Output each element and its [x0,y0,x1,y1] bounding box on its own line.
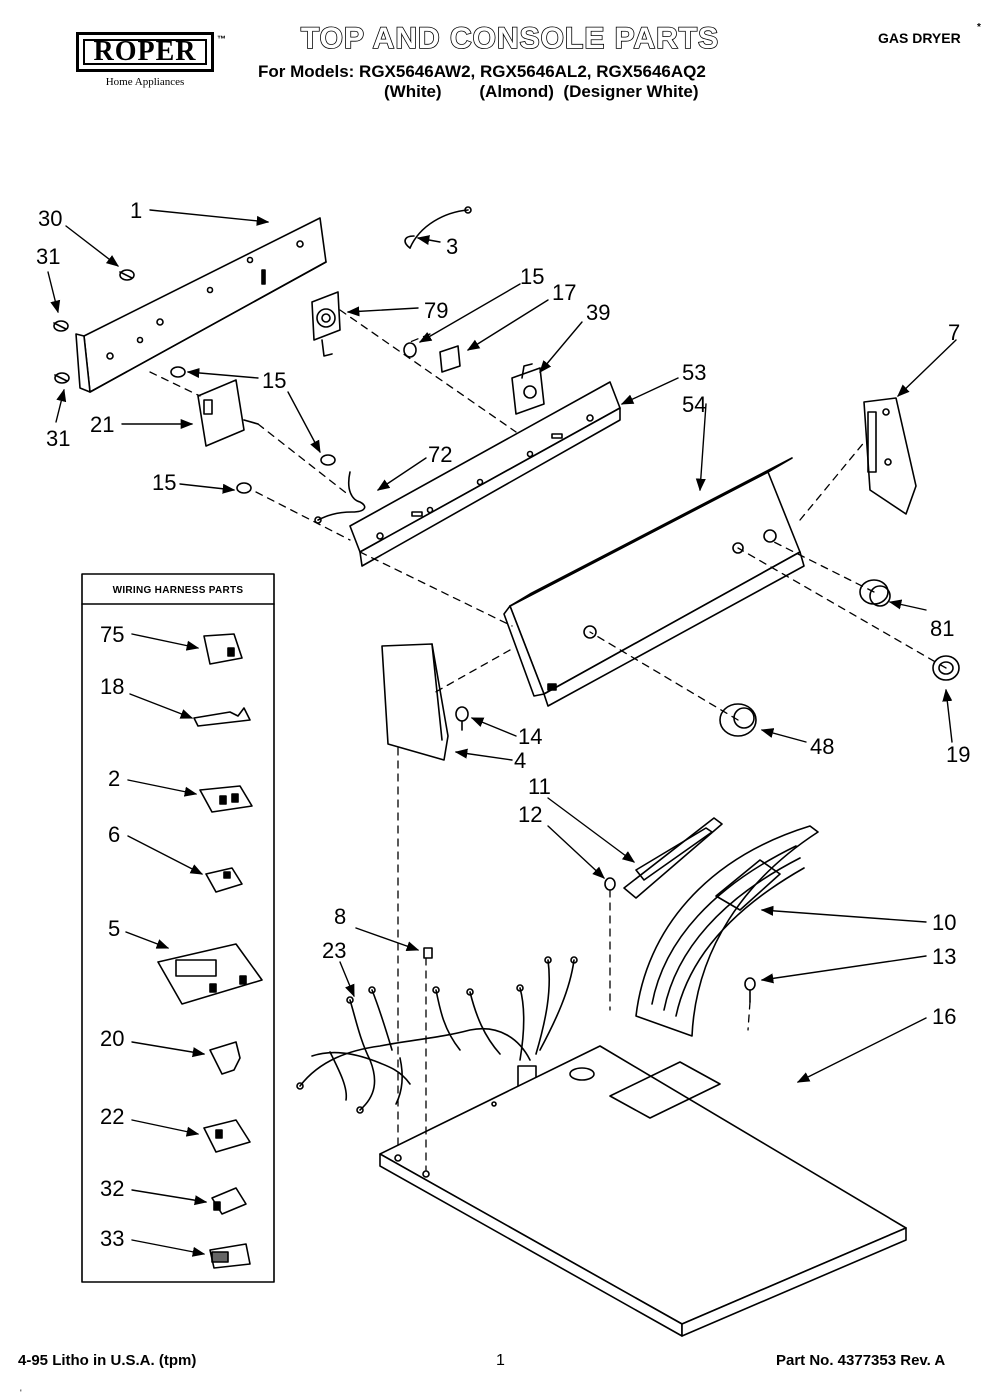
callout-79: 79 [424,298,448,323]
callout-31-lower: 31 [46,426,70,451]
callout-12: 12 [518,802,542,827]
harness-part-20 [209,1041,241,1075]
harness-callout-5: 5 [108,916,120,941]
logo-frame [76,32,214,72]
roper-logo: ROPER ™ Home Appliances [76,30,226,92]
callout-16: 16 [932,1004,956,1029]
part-8-clip [423,947,433,959]
wiring-harness-box [81,573,275,1283]
brand-trademark: ™ [217,34,226,44]
callout-21: 21 [90,412,114,437]
callout-39: 39 [586,300,610,325]
part-72-wire [314,471,366,524]
footer-mark: ' [20,1388,22,1398]
part-15-screw-c [320,454,336,466]
callout-numbers: 1 3 30 31 31 79 15 17 39 15 21 72 15 53 … [36,198,970,1251]
callout-30: 30 [38,206,62,231]
callout-10: 10 [932,910,956,935]
wiring-harness-title: WIRING HARNESS PARTS [112,585,244,596]
harness-part-2 [199,785,253,813]
part-21-switch [197,379,259,447]
assembly-guide-lines [149,309,947,1171]
callout-19: 19 [946,742,970,767]
part-15-screw-d [236,482,252,494]
callout-17: 17 [552,280,576,305]
callout-81: 81 [930,616,954,641]
part-4-end-cap-left [381,643,449,761]
harness-callout-2: 2 [108,766,120,791]
part-1-console-backplate [75,217,327,393]
part-3-wire [404,206,472,249]
callout-3: 3 [446,234,458,259]
callout-31-upper: 31 [36,244,60,269]
callout-15-mid: 15 [262,368,286,393]
callout-53: 53 [682,360,706,385]
callout-54: 54 [682,392,706,417]
part-31-screw-lower [54,372,70,384]
part-39-switch [511,363,545,415]
harness-part-5 [157,943,263,1005]
footer-part-number: Part No. 4377353 Rev. A [776,1352,946,1369]
part-31-screw-upper [53,320,69,332]
harness-callout-75: 75 [100,622,124,647]
part-11-cover [623,817,723,899]
brand-tagline: Home Appliances [105,76,185,88]
harness-part-75 [203,633,243,665]
colors-line: (White) (Almond) (Designer White) [384,82,699,101]
harness-callout-6: 6 [108,822,120,847]
part-13-screw [744,977,756,1003]
logo-inner-frame [83,39,207,65]
harness-part-32 [211,1187,247,1215]
part-54-console [503,457,805,707]
harness-part-18 [193,707,251,727]
harness-callout-32: 32 [100,1176,124,1201]
callout-48: 48 [810,734,834,759]
part-81-knob [859,579,891,607]
callout-14: 14 [518,724,542,749]
part-53-bracket [349,381,621,567]
harness-part-33 [209,1243,251,1269]
callout-13: 13 [932,944,956,969]
harness-callout-18: 18 [100,674,124,699]
part-14-screw [455,706,469,731]
brand-name: ROPER [93,36,197,67]
part-17-knob-insert [439,345,461,373]
footer-litho: 4-95 Litho in U.S.A. (tpm) [18,1352,197,1369]
harness-callout-33: 33 [100,1226,124,1251]
callout-72: 72 [428,442,452,467]
part-10-assembly [635,825,819,1037]
product-mark: * [977,22,981,33]
footer-page-number: 1 [496,1352,505,1369]
callout-23: 23 [322,938,346,963]
part-15-screw-a [403,342,417,358]
callout-15-top: 15 [520,264,544,289]
callout-8: 8 [334,904,346,929]
callout-4: 4 [514,748,526,773]
callout-1: 1 [130,198,142,223]
part-7-end-cap-right [863,397,917,515]
product-type: GAS DRYER [878,30,961,46]
callout-7: 7 [948,320,960,345]
harness-part-22 [203,1119,251,1153]
callout-leaders [47,209,957,1257]
harness-callout-20: 20 [100,1026,124,1051]
models-line: For Models: RGX5646AW2, RGX5646AL2, RGX5… [258,62,706,81]
part-30-screw [119,269,135,281]
part-15-screw-b [170,366,186,378]
part-16-top-panel [379,1045,907,1337]
callout-15-bottom: 15 [152,470,176,495]
part-79-switch [311,291,341,357]
part-12-screw [604,877,616,891]
page-title: TOP AND CONSOLE PARTS [300,21,720,56]
harness-part-6 [205,867,243,893]
callout-11: 11 [528,774,551,799]
harness-callout-22: 22 [100,1104,124,1129]
